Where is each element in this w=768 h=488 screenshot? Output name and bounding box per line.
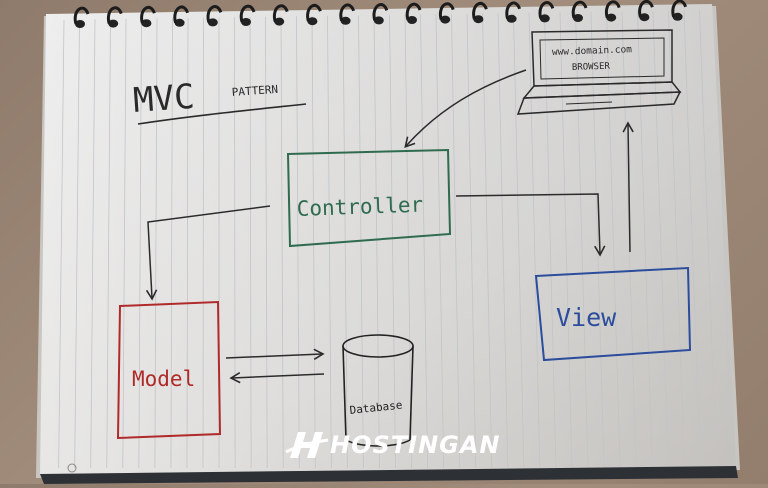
- controller-label: Controller: [296, 193, 423, 221]
- browser-label: BROWSER: [572, 62, 611, 73]
- watermark-text: HOSTINGAN: [330, 431, 501, 459]
- model-label: Model: [132, 367, 195, 391]
- view-label: View: [556, 303, 617, 332]
- title-main: MVC: [132, 77, 196, 121]
